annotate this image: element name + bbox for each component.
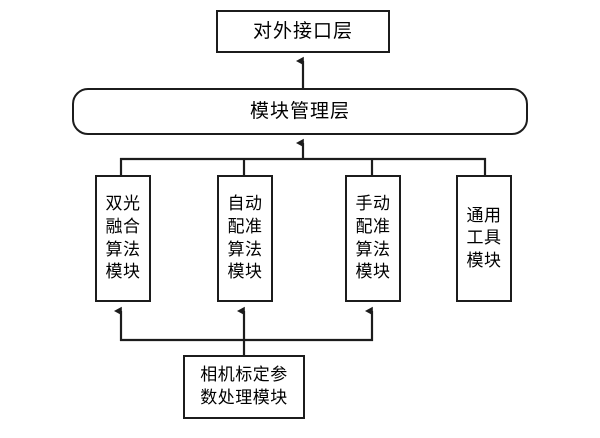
node-general-tools-module-label: 通用 工具 模块 [466,205,502,271]
node-external-interface-layer-label: 对外接口层 [252,20,353,43]
node-dual-light-fusion-module[interactable]: 双光 融合 算法 模块 [95,175,151,302]
node-dual-light-fusion-module-label: 双光 融合 算法 模块 [105,194,141,283]
node-module-management-layer-label: 模块管理层 [249,100,350,123]
node-external-interface-layer[interactable]: 对外接口层 [216,10,390,53]
node-module-management-layer[interactable]: 模块管理层 [72,88,528,135]
node-camera-calibration-parameter-module[interactable]: 相机标定参 数处理模块 [183,355,305,419]
node-camera-calibration-parameter-module-label: 相机标定参 数处理模块 [200,365,288,408]
node-manual-registration-module[interactable]: 手动 配准 算法 模块 [345,175,401,302]
node-manual-registration-module-label: 手动 配准 算法 模块 [355,194,391,283]
node-auto-registration-module-label: 自动 配准 算法 模块 [227,194,263,283]
node-general-tools-module[interactable]: 通用 工具 模块 [456,175,512,302]
node-auto-registration-module[interactable]: 自动 配准 算法 模块 [217,175,273,302]
